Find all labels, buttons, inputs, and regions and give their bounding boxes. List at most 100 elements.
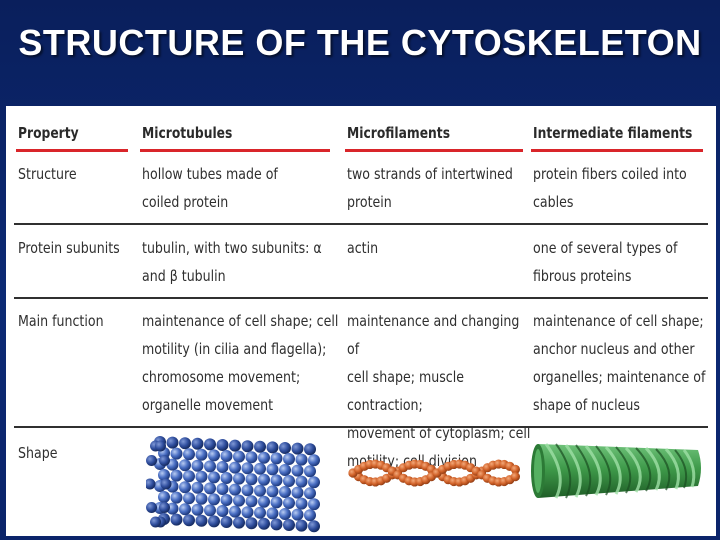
header-microtubules: Microtubules <box>142 124 233 142</box>
tubulin-bead <box>258 473 270 486</box>
tubulin-bead <box>254 440 266 453</box>
tubulin-bead <box>229 461 241 474</box>
tubulin-bead <box>279 508 291 520</box>
tubulin-bead <box>308 498 320 511</box>
tubulin-bead <box>204 482 216 495</box>
microtubule-icon <box>146 436 320 533</box>
tubulin-bead <box>146 502 158 514</box>
row-subunits-microfilaments: actin <box>347 239 379 257</box>
tubulin-bead <box>295 519 308 532</box>
tubulin-bead <box>291 464 304 477</box>
tubulin-bead <box>220 472 233 484</box>
tubulin-bead <box>258 451 270 464</box>
tubulin-bead <box>229 505 241 518</box>
tubulin-bead <box>208 515 220 528</box>
tubulin-bead <box>208 493 220 506</box>
tubulin-bead <box>195 514 208 527</box>
tubulin-bead <box>304 509 316 522</box>
actin-bead <box>510 464 520 474</box>
tubulin-bead <box>229 483 241 496</box>
tubulin-bead <box>266 485 279 498</box>
tubulin-bead <box>245 473 258 486</box>
tubulin-bead <box>304 487 316 500</box>
tubulin-bead <box>170 513 183 526</box>
tubulin-bead <box>295 497 308 510</box>
tubulin-bead <box>170 447 183 460</box>
tubulin-bead <box>270 518 283 531</box>
intermediate-filament-icon <box>531 443 701 499</box>
header-rule <box>345 149 523 152</box>
tubulin-bead <box>208 471 220 484</box>
tubulin-bead <box>229 439 241 452</box>
tubulin-bead <box>208 449 220 462</box>
tubulin-bead <box>308 476 320 489</box>
tubulin-bead <box>179 503 191 516</box>
tubulin-bead <box>220 450 233 462</box>
tubulin-bead <box>170 469 183 482</box>
tubulin-bead <box>245 451 258 464</box>
row-subunits-property: Protein subunits <box>18 239 120 257</box>
tubulin-bead <box>254 506 266 519</box>
tubulin-bead <box>283 519 295 531</box>
tubulin-bead <box>146 478 156 490</box>
tubulin-bead <box>241 462 254 475</box>
row-divider <box>14 426 708 428</box>
tubulin-bead <box>183 448 195 461</box>
tubulin-bead <box>150 516 162 528</box>
header-rule <box>140 149 330 152</box>
tubulin-bead <box>241 484 254 497</box>
tubulin-bead <box>233 472 245 485</box>
tubulin-bead <box>266 507 279 520</box>
tubulin-bead <box>204 460 216 473</box>
tubulin-bead <box>146 454 158 466</box>
tubulin-bead <box>195 448 208 461</box>
tubulin-bead <box>266 463 279 476</box>
tubulin-bead <box>233 494 245 507</box>
header-rule <box>16 149 128 152</box>
slide-title: STRUCTURE OF THE CYTOSKELETON <box>18 22 702 63</box>
tubulin-bead <box>158 454 170 466</box>
tubulin-bead <box>158 502 170 514</box>
tubulin-bead <box>195 492 208 505</box>
tubulin-bead <box>283 475 295 487</box>
tubulin-bead <box>216 439 229 451</box>
tubulin-bead <box>254 484 266 497</box>
tubulin-bead <box>183 492 195 505</box>
cytoskeleton-table: Property Microtubules Microfilaments Int… <box>6 106 716 536</box>
tubulin-bead <box>258 495 270 508</box>
tubulin-bead <box>191 459 204 472</box>
tubulin-bead <box>308 454 320 467</box>
tubulin-bead <box>170 491 183 504</box>
row-subunits-microtubules: tubulin, with two subunits: α and β tubu… <box>142 239 322 285</box>
tubulin-bead <box>279 464 291 476</box>
tubulin-bead <box>295 453 308 466</box>
tubulin-bead <box>179 459 191 472</box>
tubulin-bead <box>279 442 291 454</box>
tubulin-bead <box>204 504 216 517</box>
tubulin-bead <box>270 474 283 487</box>
actin-bead <box>510 472 520 482</box>
tubulin-bead <box>245 495 258 508</box>
tubulin-bead <box>204 438 216 451</box>
tubulin-bead <box>216 483 229 495</box>
microfilament-icon <box>348 459 520 487</box>
row-divider <box>14 297 708 299</box>
tubulin-bead <box>160 478 172 490</box>
header-rule <box>531 149 703 152</box>
tubulin-bead <box>241 440 254 453</box>
tubulin-bead <box>270 496 283 509</box>
row-structure-property: Structure <box>18 165 77 183</box>
header-property: Property <box>18 124 79 142</box>
tubulin-bead <box>283 453 295 465</box>
tubulin-bead <box>220 516 233 528</box>
tubulin-bead <box>241 506 254 519</box>
tubulin-bead <box>158 491 170 503</box>
row-function-microtubules: maintenance of cell shape; cell motility… <box>142 312 339 414</box>
tubulin-bead <box>195 470 208 483</box>
row-structure-intermediate: protein fibers coiled into cables <box>533 165 687 211</box>
tubulin-bead <box>245 517 258 530</box>
tubulin-bead <box>295 475 308 488</box>
tubulin-bead <box>258 517 270 530</box>
tubulin-bead <box>233 516 245 529</box>
tubulin-bead <box>270 452 283 465</box>
